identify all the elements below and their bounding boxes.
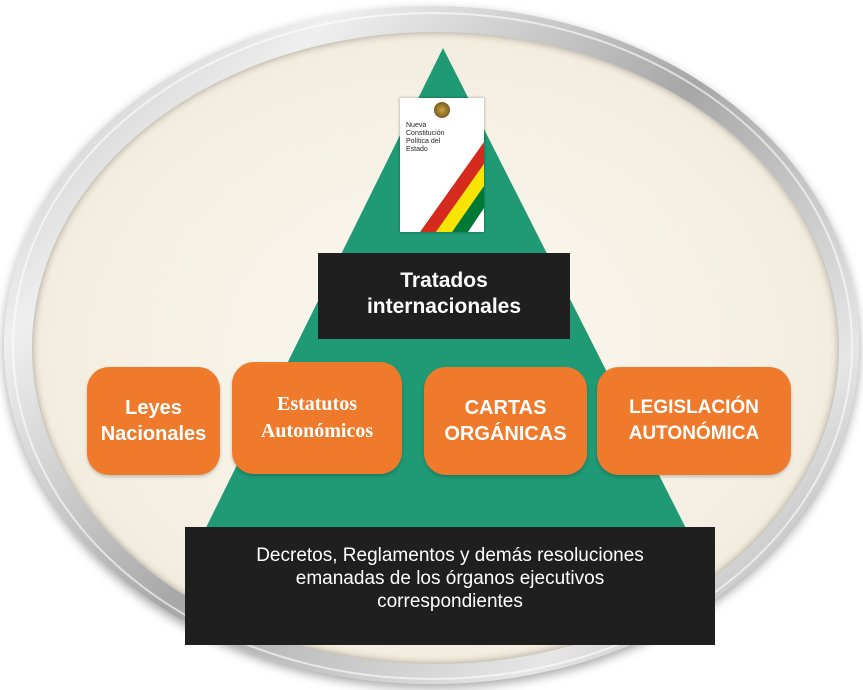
coat-of-arms-icon (434, 102, 450, 118)
cartas-organicas-pill: CARTAS ORGÁNICAS (424, 367, 587, 475)
pill-line: Estatutos (276, 393, 357, 415)
cover-line: Estado (406, 146, 428, 153)
constitution-document-image: Nueva Constitución Política del Estado (400, 98, 484, 232)
treaties-line: internacionales (366, 295, 522, 318)
cover-line: Nueva (406, 122, 427, 129)
pill-line: AUTONÓMICA (628, 423, 760, 444)
constitution-cover-text: Nueva Constitución Política del Estado (406, 122, 466, 154)
pill-line: Leyes (125, 397, 182, 419)
pill-line: CARTAS (464, 397, 547, 419)
decrees-line: Decretos, Reglamentos y demás resolucion… (256, 545, 644, 566)
leyes-nacionales-pill: Leyes Nacionales (87, 367, 220, 475)
legislacion-autonomica-pill: LEGISLACIÓN AUTONÓMICA (597, 367, 791, 475)
pill-line: Autonómicos (260, 420, 374, 442)
decrees-line: correspondientes (377, 591, 523, 612)
decrees-box: Decretos, Reglamentos y demás resolucion… (185, 527, 715, 645)
decrees-line: emanadas de los órganos ejecutivos (295, 568, 605, 589)
treaties-line: Tratados (400, 269, 488, 292)
flag-stripes-icon (420, 142, 484, 232)
estatutos-autonomicos-pill: Estatutos Autonómicos (232, 362, 402, 474)
cover-line: Constitución (406, 130, 445, 137)
pill-line: Nacionales (100, 423, 207, 445)
pill-line: LEGISLACIÓN (629, 397, 759, 418)
pill-line: ORGÁNICAS (444, 423, 567, 445)
treaties-box: Tratados internacionales (318, 253, 570, 339)
cover-line: Política del (406, 138, 441, 145)
